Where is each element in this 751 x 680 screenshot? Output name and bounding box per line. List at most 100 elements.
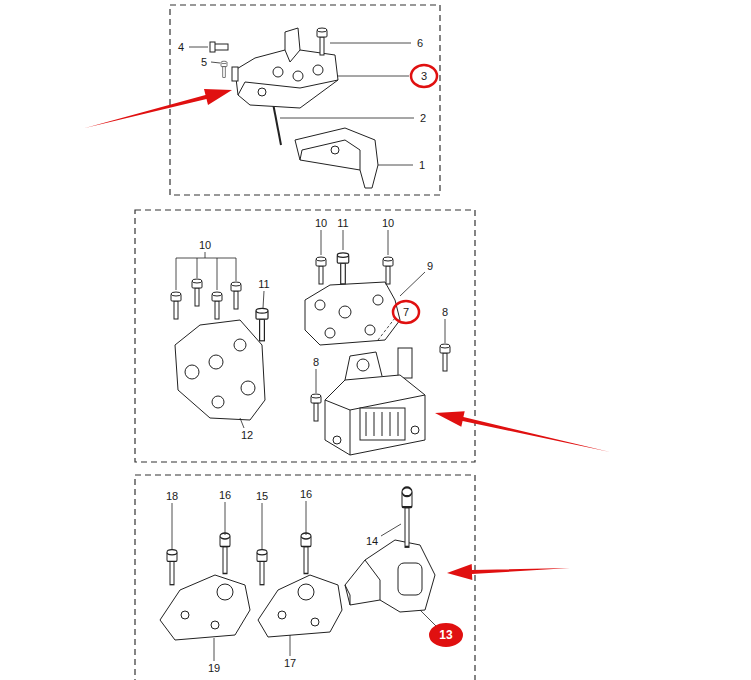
bolt-symbol [402,487,412,546]
leader-line [316,369,317,393]
leader-line [189,47,208,48]
mount-edge [325,395,425,455]
plate-hole [325,328,335,338]
mount-hole [273,67,283,77]
bracket-hole [241,381,255,395]
bracket-part [175,320,265,420]
bolt-symbol [316,257,326,284]
leader-line [321,230,322,255]
leader-line [445,319,446,343]
leader-line [263,291,264,308]
callout-number: 3 [420,70,428,83]
leader-line [306,501,307,535]
leader-line [225,502,226,535]
leader-line [262,503,263,550]
highlights [85,65,610,646]
plate-hole [365,325,375,335]
highlight-arrow [85,89,232,128]
bolt-symbol [221,61,227,77]
leader-line [240,418,244,428]
mount-hole [258,88,266,96]
bolt-symbol [383,257,393,284]
bracket-hole [331,146,339,154]
callout-number: 8 [312,356,320,369]
bracket-hole [212,396,224,408]
leader-line [211,62,220,63]
bolt-symbol [231,282,241,309]
bolt-symbol [220,533,230,574]
bolt-symbol [212,292,222,319]
bracket-edge [300,140,360,170]
mount-hole [313,65,323,75]
group-boxes [135,5,475,680]
highlight-circle [393,301,419,323]
bolt-symbol [440,344,450,371]
callout-number: 13 [438,628,453,642]
bolt-symbol [257,550,267,585]
mount-ribs [366,412,398,436]
callout-number: 10 [198,239,212,252]
callout-number: 2 [419,112,427,125]
bolt-symbol [192,279,202,306]
callout-number: 12 [240,429,254,442]
leader-line [176,252,236,290]
callout-number: 15 [255,490,269,503]
mount-part [345,540,435,612]
mount-hole [411,426,419,434]
bracket-bushing [217,584,233,600]
mount-rubber [398,563,422,595]
highlight-arrow [435,411,610,452]
plate-hole [315,300,325,310]
leader-line [330,43,411,44]
middle-mount-group [171,253,450,455]
callout-number: 1 [418,159,426,172]
mount-edge [345,560,380,605]
top-mount-group [210,28,378,188]
bracket-hole [311,618,319,626]
highlight-circle [411,65,437,87]
leader-line [343,230,344,250]
bracket-part [258,575,342,637]
mount-hole [293,71,303,81]
bracket-hole [278,611,286,619]
mount-edge [238,80,338,95]
leader-line [388,230,389,255]
leader-line [381,524,401,536]
group-box [135,210,475,462]
mount-tab [398,348,412,378]
callout-number: 10 [381,217,395,230]
highlight-badge [430,624,462,646]
bracket-hole [209,355,223,369]
plate-part [305,282,400,345]
bolt-symbol [167,550,177,585]
leader-line [172,503,173,550]
callout-number: 6 [416,37,424,50]
leader-line [378,318,395,340]
bolt-symbol [171,292,181,319]
callout-number: 17 [283,657,297,670]
mount-hole [333,436,341,444]
callout-number: 19 [207,662,221,675]
plate-hole [339,306,351,318]
mount-edge [285,50,300,62]
bracket-hole [181,611,189,619]
leader-line [280,118,414,119]
highlight-arrow [447,564,570,580]
bolt-symbol [256,308,268,340]
bolt-symbol [301,533,311,574]
bracket-hole [234,339,246,351]
bolt-symbol [337,253,349,284]
bottom-mount-group [160,487,435,640]
callout-number: 11 [257,278,270,291]
leader-line [378,165,413,166]
callout-number: 5 [200,56,208,69]
leader-lines [172,43,445,661]
group-box [135,475,475,680]
bracket-part [295,128,378,188]
mount-bushing [345,352,382,380]
callout-number: 9 [426,260,434,273]
leader-line [420,610,437,627]
